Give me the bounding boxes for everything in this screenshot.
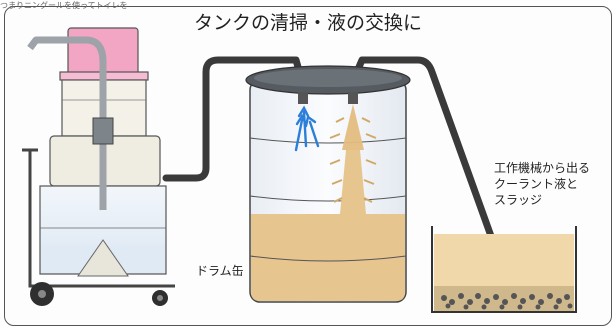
- top-cropped-text: つまりニングールを使ってトイレを: [0, 1, 128, 10]
- source-label-line-1: 工作機械から出る: [494, 161, 591, 175]
- source-label-line-2: クーラント液と: [494, 177, 579, 191]
- drum-label: ドラム缶: [196, 264, 244, 278]
- source-label-line-3: スラッジ: [494, 193, 543, 207]
- coolant-tank-icon: [431, 226, 577, 313]
- diagram-title: タンクの清掃・液の交換に: [193, 12, 422, 34]
- hose-icon: [162, 56, 500, 254]
- drum-can-icon: [245, 65, 411, 303]
- vacuum-cleaner-icon: [22, 27, 175, 306]
- airflow-arrow-icon: [294, 105, 320, 152]
